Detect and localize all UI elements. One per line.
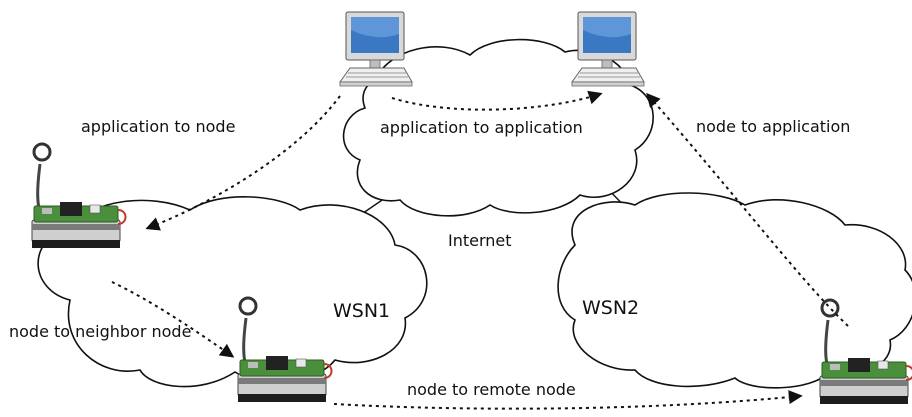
arrow-application-to-application (391, 90, 603, 111)
arrow-application-to-node (145, 95, 341, 231)
label-wsn2: WSN2 (582, 297, 639, 319)
wsn2-cloud (557, 192, 912, 389)
label-internet: Internet (448, 231, 512, 250)
desktop-computer-icon (339, 11, 413, 87)
label-application-to-application: application to application (380, 118, 583, 137)
desktop-computer-icon (571, 11, 645, 87)
label-node-to-neighbor-node: node to neighbor node (9, 322, 191, 341)
wsn1-cloud (37, 196, 428, 388)
label-wsn1: WSN1 (333, 300, 390, 322)
arrow-node-to-application (646, 92, 849, 327)
label-application-to-node: application to node (81, 117, 235, 136)
sensor-node-icon (30, 142, 127, 250)
label-node-to-remote-node: node to remote node (407, 380, 576, 399)
label-node-to-application: node to application (696, 117, 850, 136)
arrow-node-to-neighbor (111, 281, 235, 358)
arrow-node-to-remote (333, 390, 803, 410)
